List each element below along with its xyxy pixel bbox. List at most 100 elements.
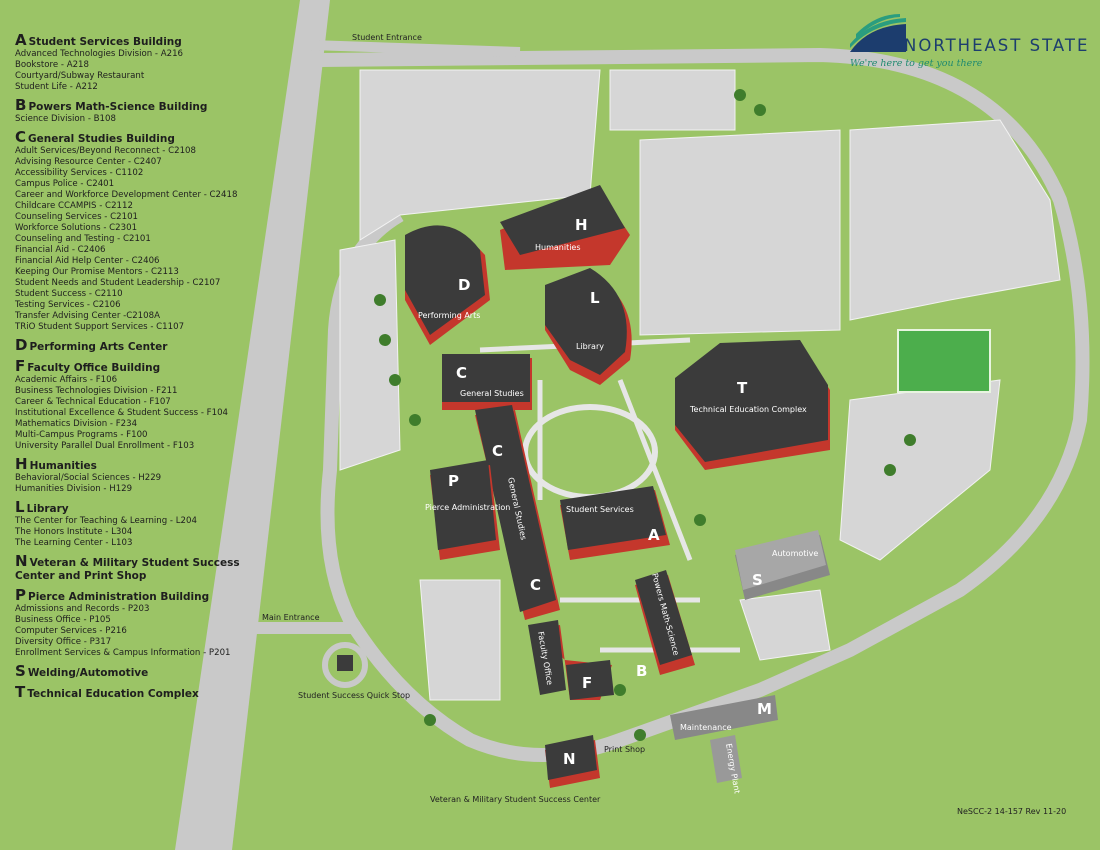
building-name: General Studies (460, 389, 524, 398)
legend-item: Enrollment Services & Campus Information… (15, 648, 231, 658)
logo-tagline: We're here to get you there (850, 58, 983, 69)
legend-title: Welding/Automotive (27, 667, 149, 679)
tennis-courts (897, 329, 991, 393)
legend-title: General Studies Building (28, 133, 175, 145)
quick-stop[interactable]: Student Success Quick Stop (298, 642, 410, 700)
legend-item: Advanced Technologies Division - A216 (15, 49, 184, 59)
building-name: Maintenance (680, 723, 732, 732)
trees (374, 89, 916, 741)
legend-item: Career & Technical Education - F107 (15, 397, 171, 407)
legend-letter: P (15, 586, 26, 604)
building-F[interactable]: Faculty Office F (528, 620, 614, 700)
legend-title: Powers Math-Science Building (28, 101, 208, 113)
legend-item: Transfer Advising Center -C2108A (15, 311, 160, 321)
legend-letter: A (15, 31, 27, 49)
building-letter: T (737, 379, 748, 397)
building-letter: L (590, 289, 600, 307)
building-letter: H (575, 216, 588, 234)
legend-item: Courtyard/Subway Restaurant (15, 71, 145, 81)
legend-letter: D (15, 336, 28, 354)
legend-item: Career and Workforce Development Center … (15, 190, 238, 200)
legend-item: The Honors Institute - L304 (15, 527, 133, 537)
building-letter: C (492, 442, 503, 460)
legend-item: Childcare CCAMPIS - C2112 (15, 201, 133, 211)
building-letter: C (530, 576, 541, 594)
building-T[interactable]: T Technical Education Complex (675, 340, 830, 470)
legend-item: Student Success - C2110 (15, 289, 123, 299)
building-B[interactable]: Powers Math-Science B (635, 570, 695, 680)
building-P[interactable]: P Pierce Administration (425, 460, 510, 560)
legend-item: Humanities Division - H129 (15, 484, 133, 494)
building-name: Performing Arts (418, 311, 480, 320)
highway (175, 0, 330, 850)
building-letter: S (752, 571, 763, 589)
building-S[interactable]: S Automotive (735, 530, 830, 600)
legend-item: The Center for Teaching & Learning - L20… (15, 516, 197, 526)
legend-item: Campus Police - C2401 (15, 179, 115, 189)
logo-name: NORTHEAST STATE (904, 36, 1090, 55)
legend-item: Keeping Our Promise Mentors - C2113 (15, 267, 179, 277)
legend-item: Workforce Solutions - C2301 (15, 223, 138, 233)
legend-item: Advising Resource Center - C2407 (15, 157, 162, 167)
legend-item: Business Technologies Division - F211 (15, 386, 178, 396)
legend-item: Student Life - A212 (15, 82, 98, 92)
legend-letter: N (15, 552, 28, 570)
building-letter: B (636, 662, 647, 680)
campus-loop-road (319, 47, 1090, 762)
building-M[interactable]: Maintenance M Energy Plant (670, 695, 778, 794)
legend-item: Institutional Excellence & Student Succe… (15, 408, 229, 418)
legend-item: Computer Services - P216 (15, 626, 127, 636)
building-D[interactable]: D Performing Arts (405, 225, 490, 345)
building-name: Humanities (535, 243, 581, 252)
legend-item: Bookstore - A218 (15, 60, 89, 70)
legend-item: Adult Services/Beyond Reconnect - C2108 (15, 146, 196, 156)
legend-item: Diversity Office - P317 (15, 637, 112, 647)
legend-item: Testing Services - C2106 (15, 300, 121, 310)
legend-item: The Learning Center - L103 (15, 538, 133, 548)
legend-item: Academic Affairs - F106 (15, 375, 118, 385)
building-name: Automotive (772, 549, 818, 558)
building-name: Student Services (566, 505, 634, 514)
legend-item: Business Office - P105 (15, 615, 111, 625)
legend-title: Faculty Office Building (27, 362, 161, 374)
legend-item: Mathematics Division - F234 (15, 419, 138, 429)
document-code: NeSCC-2 14-157 Rev 11-20 (957, 807, 1067, 816)
legend-letter: S (15, 662, 26, 680)
main-entrance-label: Main Entrance (262, 613, 320, 622)
building-A[interactable]: Student Services A (560, 486, 670, 560)
student-entrance-label: Student Entrance (352, 33, 422, 42)
legend-title: Pierce Administration Building (28, 591, 210, 603)
legend-letter: H (15, 455, 28, 473)
legend-title: Library (26, 503, 69, 515)
legend-letter: F (15, 357, 26, 375)
building-C-general-studies[interactable]: C General Studies C General Studies C (442, 354, 560, 620)
building-letter: A (648, 526, 660, 544)
building-name: Pierce Administration (425, 503, 510, 512)
legend-item: Financial Aid Help Center - C2406 (15, 256, 160, 266)
building-L[interactable]: L Library (545, 268, 632, 385)
building-name: Technical Education Complex (689, 405, 807, 414)
building-H[interactable]: H Humanities (500, 185, 630, 270)
legend-item: Counseling Services - C2101 (15, 212, 138, 222)
legend-item: University Parallel Dual Enrollment - F1… (15, 441, 195, 451)
legend-item: Student Needs and Student Leadership - C… (15, 278, 221, 288)
legend-item: Admissions and Records - P203 (15, 604, 150, 614)
building-N[interactable]: N Print Shop Veteran & Military Student … (430, 735, 645, 804)
legend-letter: B (15, 96, 27, 114)
